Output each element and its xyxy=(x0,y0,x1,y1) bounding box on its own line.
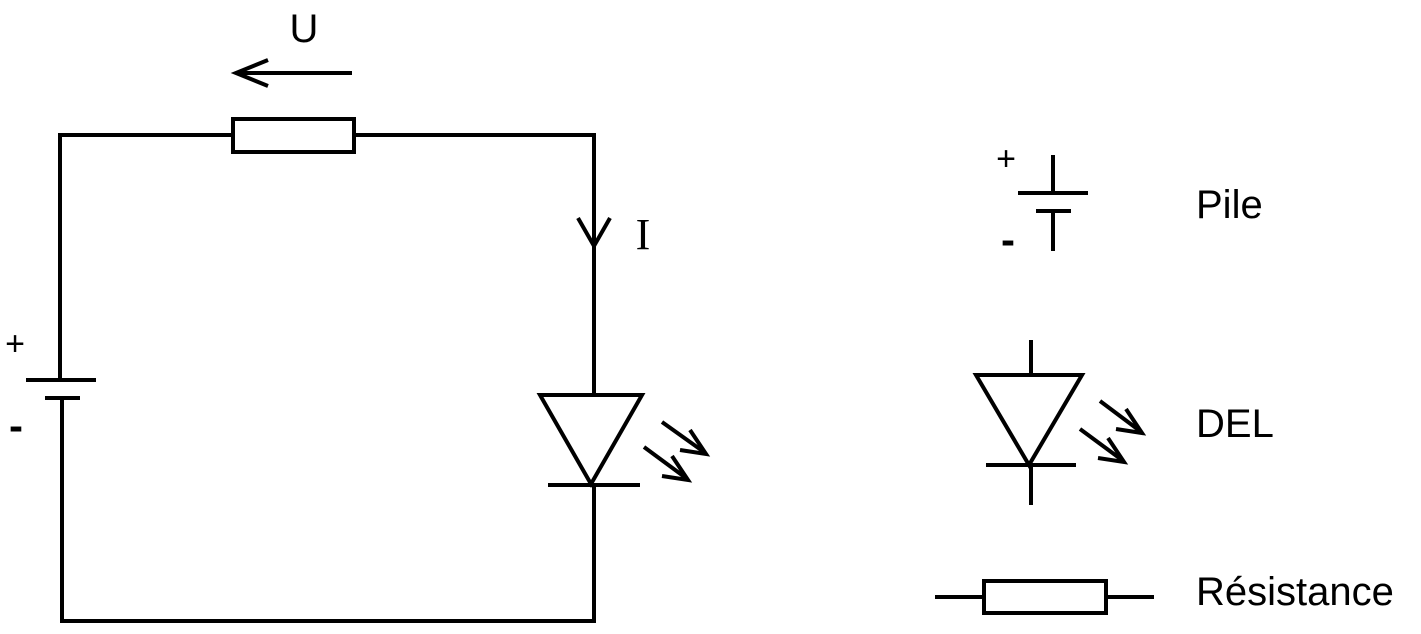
legend-label-resistance: Résistance xyxy=(1196,570,1394,614)
battery-symbol-icon xyxy=(1018,155,1088,251)
legend-item-resistance: Résistance xyxy=(935,570,1394,615)
wire-top-right xyxy=(354,133,596,395)
legend-label-del: DEL xyxy=(1196,402,1274,446)
legend-item-pile: + - Pile xyxy=(996,140,1263,263)
circuit-led xyxy=(536,393,711,489)
circuit: U I + - xyxy=(5,7,711,623)
led-symbol-icon xyxy=(972,340,1147,505)
legend-pile-plus-sign: + xyxy=(996,140,1016,178)
circuit-resistor xyxy=(231,117,356,154)
battery-minus-sign: - xyxy=(9,402,23,449)
wire-bottom xyxy=(60,398,596,623)
circuit-wires xyxy=(58,133,596,623)
wire-top-left xyxy=(58,133,233,380)
legend-label-pile: Pile xyxy=(1196,183,1263,227)
legend: + - Pile DEL Rési xyxy=(935,140,1394,615)
legend-item-del: DEL xyxy=(972,340,1274,505)
circuit-battery xyxy=(26,378,96,400)
battery-plus-sign: + xyxy=(5,325,25,363)
led-light-arrows-icon xyxy=(642,420,711,483)
current-arrow xyxy=(576,217,612,251)
voltage-label: U xyxy=(290,7,319,51)
current-label: I xyxy=(636,210,651,259)
voltage-arrow xyxy=(230,58,352,88)
resistor-symbol-icon xyxy=(935,579,1154,615)
legend-pile-minus-sign: - xyxy=(1001,216,1015,263)
